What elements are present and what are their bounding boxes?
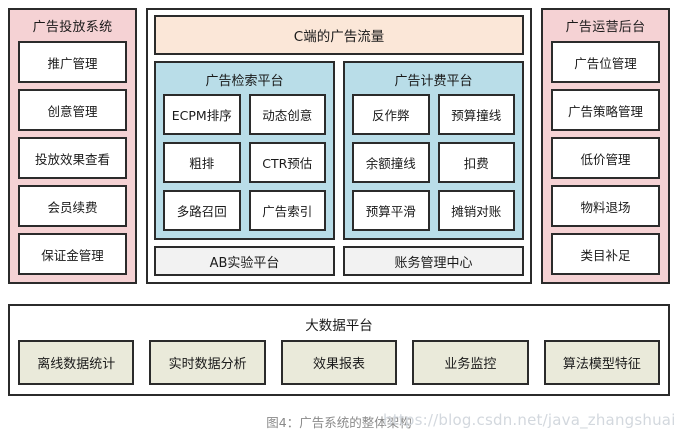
center-footer-row: AB实验平台 账务管理中心 xyxy=(154,246,524,276)
bigdata-item-realtime-analysis[interactable]: 实时数据分析 xyxy=(149,340,266,385)
bigdata-panel-title: 大数据平台 xyxy=(305,318,373,334)
right-item-low-price-management[interactable]: 低价管理 xyxy=(551,137,660,179)
bigdata-item-algorithm-model-features[interactable]: 算法模型特征 xyxy=(543,340,661,385)
platform-title-retrieval: 广告检索平台 xyxy=(205,74,284,89)
module-budget-smoothing[interactable]: 预算平滑 xyxy=(352,190,430,231)
right-item-material-removal[interactable]: 物料退场 xyxy=(551,185,660,227)
module-charge-deduction[interactable]: 扣费 xyxy=(437,142,515,183)
panel-big-data-platform: 大数据平台 离线数据统计 实时数据分析 效果报表 业务监控 算法模型特征 xyxy=(8,304,670,396)
platform-ad-billing: 广告计费平台 反作弊 预算撞线 余额撞线 扣费 预算平滑 摊销对账 xyxy=(343,61,524,240)
architecture-top-region: 广告投放系统 推广管理 创意管理 投放效果查看 会员续费 保证金管理 C端的广告… xyxy=(8,8,670,284)
footer-accounting-management-center[interactable]: 账务管理中心 xyxy=(343,246,524,276)
panel-title-right: 广告运营后台 xyxy=(565,20,646,35)
module-ctr-prediction[interactable]: CTR预估 xyxy=(248,142,326,183)
bigdata-item-business-monitoring[interactable]: 业务监控 xyxy=(412,340,529,385)
platform-ad-retrieval: 广告检索平台 ECPM排序 动态创意 粗排 CTR预估 多路召回 广告索引 xyxy=(154,61,335,240)
module-ecpm-ranking[interactable]: ECPM排序 xyxy=(163,94,241,135)
module-multi-channel-recall[interactable]: 多路召回 xyxy=(163,190,241,231)
left-panel-item-list: 推广管理 创意管理 投放效果查看 会员续费 保证金管理 xyxy=(18,41,127,275)
left-item-membership-renewal[interactable]: 会员续费 xyxy=(18,185,127,227)
left-item-promotion-management[interactable]: 推广管理 xyxy=(18,41,127,83)
traffic-band-header: C端的广告流量 xyxy=(154,15,524,55)
bigdata-item-list: 离线数据统计 实时数据分析 效果报表 业务监控 算法模型特征 xyxy=(18,340,661,385)
module-anti-fraud[interactable]: 反作弊 xyxy=(352,94,430,135)
platform-title-billing: 广告计费平台 xyxy=(394,74,473,89)
billing-module-grid: 反作弊 预算撞线 余额撞线 扣费 预算平滑 摊销对账 xyxy=(352,94,515,231)
module-coarse-ranking[interactable]: 粗排 xyxy=(163,142,241,183)
left-item-deposit-management[interactable]: 保证金管理 xyxy=(18,233,127,275)
module-dynamic-creative[interactable]: 动态创意 xyxy=(248,94,326,135)
watermark-text: https://blog.csdn.net/java_zhangshuai xyxy=(383,411,676,429)
right-panel-item-list: 广告位管理 广告策略管理 低价管理 物料退场 类目补足 xyxy=(551,41,660,275)
panel-ad-operations-backend: 广告运营后台 广告位管理 广告策略管理 低价管理 物料退场 类目补足 xyxy=(541,8,670,284)
left-item-delivery-effect-view[interactable]: 投放效果查看 xyxy=(18,137,127,179)
right-item-ad-slot-management[interactable]: 广告位管理 xyxy=(551,41,660,83)
panel-consumer-ad-traffic: C端的广告流量 广告检索平台 ECPM排序 动态创意 粗排 CTR预估 多路召回… xyxy=(146,8,532,284)
panel-title-left: 广告投放系统 xyxy=(32,20,113,35)
module-balance-cap[interactable]: 余额撞线 xyxy=(352,142,430,183)
bigdata-item-effect-report[interactable]: 效果报表 xyxy=(280,340,398,385)
panel-ad-delivery-system: 广告投放系统 推广管理 创意管理 投放效果查看 会员续费 保证金管理 xyxy=(8,8,137,284)
module-ad-index[interactable]: 广告索引 xyxy=(248,190,326,231)
right-item-category-supplement[interactable]: 类目补足 xyxy=(551,233,660,275)
module-amortization-reconciliation[interactable]: 摊销对账 xyxy=(437,190,515,231)
figure-caption: 图4：广告系统的整体架构 xyxy=(266,415,412,430)
retrieval-module-grid: ECPM排序 动态创意 粗排 CTR预估 多路召回 广告索引 xyxy=(163,94,326,231)
left-item-creative-management[interactable]: 创意管理 xyxy=(18,89,127,131)
footer-ab-experiment-platform[interactable]: AB实验平台 xyxy=(154,246,335,276)
bigdata-item-offline-statistics[interactable]: 离线数据统计 xyxy=(18,340,135,385)
module-budget-cap[interactable]: 预算撞线 xyxy=(437,94,515,135)
platform-row: 广告检索平台 ECPM排序 动态创意 粗排 CTR预估 多路召回 广告索引 广告… xyxy=(154,61,524,240)
right-item-ad-strategy-management[interactable]: 广告策略管理 xyxy=(551,89,660,131)
